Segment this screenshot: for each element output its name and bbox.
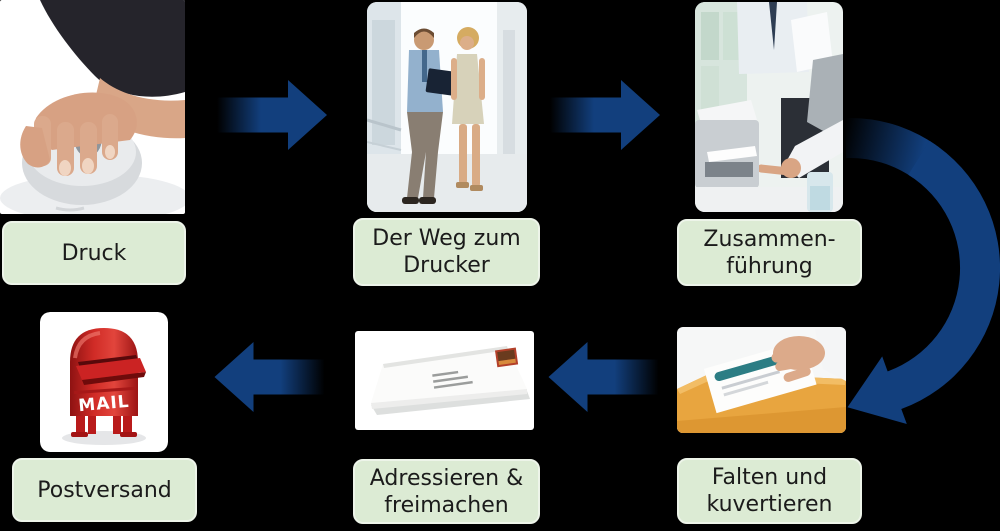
druck-photo	[0, 0, 185, 214]
label-line: Der Weg zum	[372, 226, 521, 251]
label-line: Falten und	[711, 465, 828, 490]
label-druck: Druck	[2, 221, 186, 285]
two-people-walking-illustration	[367, 2, 527, 212]
label-postversand: Postversand	[12, 458, 197, 522]
label-line: Zusammen-	[703, 226, 836, 252]
postage-stamp	[494, 347, 519, 368]
hand	[771, 336, 825, 382]
mailbox-legs	[76, 412, 132, 434]
falten-und-kuvertieren-photo	[677, 327, 846, 433]
dark-sleeve	[40, 0, 185, 97]
man-trousers	[407, 112, 443, 198]
label-line: Adressieren &	[369, 465, 524, 491]
people-at-printer-illustration	[695, 2, 843, 212]
right-arrow-icon	[550, 80, 660, 150]
right-arrow-icon	[217, 80, 327, 150]
label-adressieren-und-freimachen: Adressieren &freimachen	[353, 459, 540, 524]
tie	[769, 2, 777, 50]
left-arrow-icon	[214, 342, 325, 412]
arrow-falten-to-adressieren	[547, 342, 660, 412]
clipboard	[425, 68, 457, 96]
woman-dress	[452, 54, 484, 124]
label-line: führung	[726, 253, 813, 279]
mailbox-mail-text: MAIL	[78, 392, 131, 416]
slot-flap	[76, 358, 146, 380]
arrow-weg-to-zusammen	[549, 80, 661, 150]
red-mailbox-illustration: MAIL	[40, 312, 168, 452]
label-line: Postversand	[37, 477, 172, 503]
adressieren-und-freimachen-photo	[355, 331, 534, 430]
insert-letter-into-envelope-illustration	[677, 327, 846, 433]
address-lines	[432, 370, 473, 389]
man-head	[414, 30, 434, 50]
der-weg-zum-drucker-photo	[367, 2, 527, 212]
left-arrow-icon	[548, 342, 659, 412]
label-line: kuvertieren	[706, 492, 833, 517]
label-zusammenfuehrung: Zusammen-führung	[677, 219, 862, 286]
arrow-adressieren-to-postversand	[213, 342, 326, 412]
zusammenfuehrung-photo	[695, 2, 843, 212]
label-line: Druck	[61, 240, 127, 266]
shirt-cuff	[815, 327, 846, 381]
thumb	[20, 126, 50, 168]
label-line: freimachen	[384, 492, 509, 518]
woman-head	[460, 36, 474, 50]
gray-vest	[807, 54, 843, 142]
postversand-photo: MAIL	[40, 312, 168, 452]
held-paper	[791, 12, 833, 72]
arrow-zusammen-to-falten-curved	[795, 95, 1000, 460]
hand-on-mouse-illustration	[0, 0, 185, 214]
curved-arrow-body	[847, 140, 1000, 424]
mouse-cord	[55, 206, 85, 212]
label-line: Drucker	[403, 253, 490, 278]
arrow-druck-to-weg	[217, 80, 327, 150]
stamped-envelope-illustration	[355, 331, 534, 430]
curved-arrow-start	[844, 118, 936, 178]
